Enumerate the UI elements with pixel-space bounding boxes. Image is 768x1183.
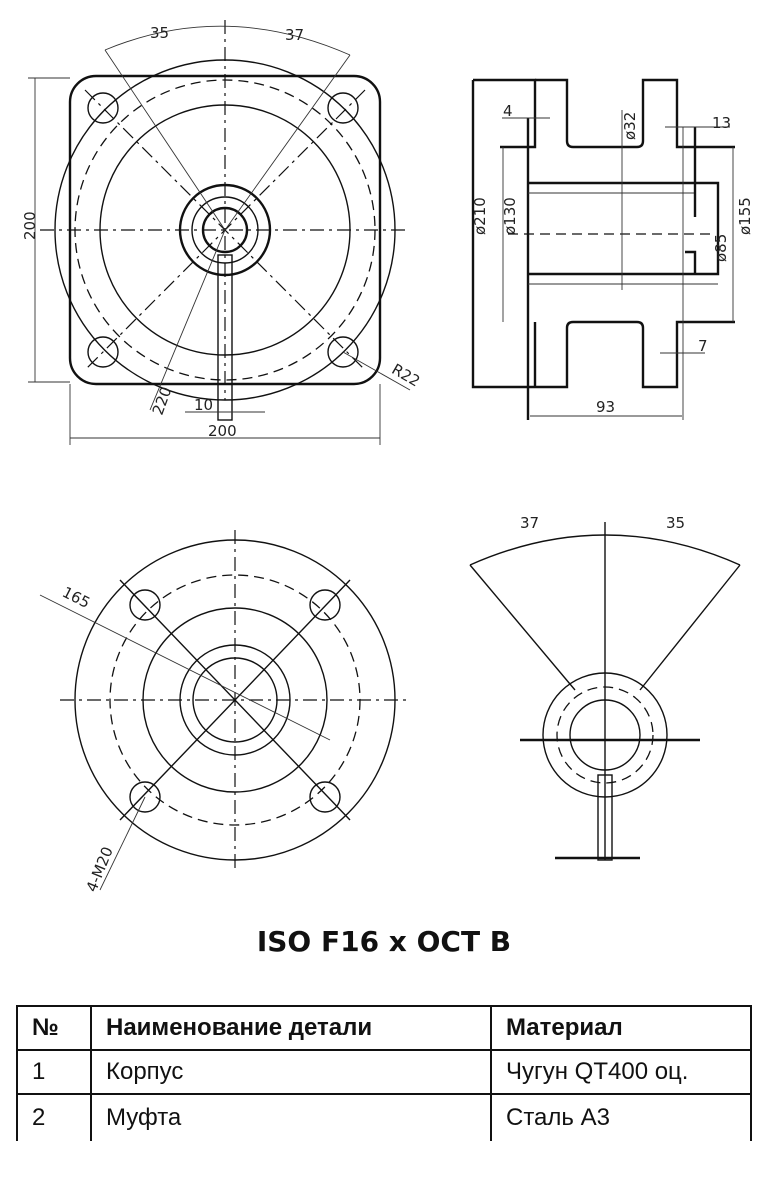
dim-label: 200 — [208, 422, 237, 440]
dim-label: ø130 — [501, 197, 519, 235]
header-number: № — [16, 1005, 92, 1051]
dim-label: 93 — [596, 398, 615, 416]
dim-label: 37 — [520, 514, 539, 532]
dim-label: 35 — [150, 24, 169, 42]
technical-drawing: 35 37 200 220 10 200 R22 4 ø32 13 ø210 ø… — [21, 20, 754, 895]
dim-label: 200 — [21, 211, 39, 240]
table-header-row: № Наименование детали Материал — [16, 1005, 752, 1051]
table-row: 2 Муфта Сталь А3 — [16, 1093, 752, 1141]
cell-material: Сталь А3 — [490, 1093, 752, 1141]
bottom-right-view: 37 35 — [469, 514, 741, 861]
drawing-title: ISO F16 x OCT B — [256, 925, 512, 958]
dim-label: ø32 — [621, 112, 639, 140]
top-left-view: 35 37 200 220 10 200 R22 — [21, 20, 423, 445]
dim-label: ø155 — [736, 197, 754, 235]
side-view: 4 ø32 13 ø210 ø130 ø155 ø85 7 93 — [471, 78, 754, 420]
cell-part-name: Корпус — [90, 1049, 492, 1095]
cell-number: 1 — [16, 1049, 92, 1095]
dim-label: 35 — [666, 514, 685, 532]
dim-label: 165 — [59, 583, 93, 612]
cell-number: 2 — [16, 1093, 92, 1141]
dim-label: 37 — [285, 26, 304, 44]
table-row: 1 Корпус Чугун QT400 оц. — [16, 1049, 752, 1095]
dim-label: 4 — [503, 102, 513, 120]
cell-material: Чугун QT400 оц. — [490, 1049, 752, 1095]
parts-table: № Наименование детали Материал 1 Корпус … — [16, 1005, 752, 1141]
header-material: Материал — [490, 1005, 752, 1051]
bottom-left-view: 165 4-M20 — [39, 530, 410, 895]
dim-label: ø85 — [712, 234, 730, 262]
header-part-name: Наименование детали — [90, 1005, 492, 1051]
dim-label: 4-M20 — [83, 844, 117, 894]
dim-label: R22 — [389, 360, 424, 390]
cell-part-name: Муфта — [90, 1093, 492, 1141]
dim-label: 10 — [194, 396, 213, 414]
dim-label: 220 — [149, 384, 176, 417]
dim-label: 13 — [712, 114, 731, 132]
dim-label: ø210 — [471, 197, 489, 235]
dim-label: 7 — [698, 337, 708, 355]
